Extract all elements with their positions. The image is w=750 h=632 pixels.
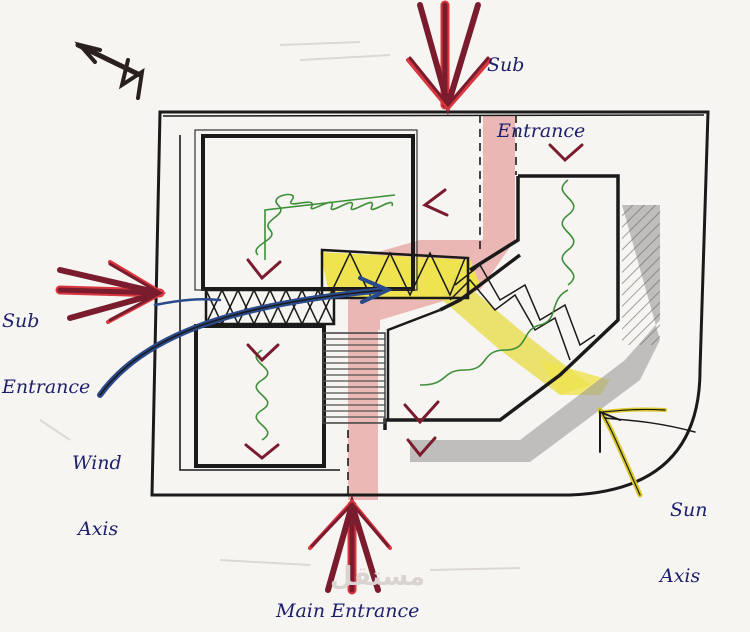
courtyard-truss — [320, 248, 596, 361]
label-line: Sun — [670, 499, 708, 521]
entrance-arrow-icon — [55, 260, 167, 324]
sun-arrow-icon — [597, 407, 696, 498]
entrance-arrow-icon — [406, 0, 492, 116]
building-south-west — [194, 324, 326, 468]
label-line: Wind — [72, 452, 122, 474]
watermark: مستقل — [330, 562, 426, 592]
inner-boundary — [179, 135, 340, 471]
wind-arrow-icon — [97, 276, 393, 398]
label-line: Sub — [2, 310, 40, 332]
label-line: Sub — [487, 54, 525, 76]
label-line: Entrance — [2, 376, 91, 398]
label-sub-entrance-top: Sub Entrance — [487, 10, 585, 164]
label-main-entrance: Main Entrance — [276, 600, 420, 622]
label-line: Axis — [78, 518, 119, 540]
background-scribbles — [39, 41, 521, 571]
label-sub-entrance-left: Sub Entrance — [2, 266, 90, 420]
shade-strip — [410, 205, 660, 462]
label-sun-axis: Sun Axis — [660, 455, 708, 609]
label-wind-axis: Wind Axis — [72, 408, 122, 562]
label-line: Entrance — [497, 120, 586, 142]
north-arrow-icon — [74, 41, 145, 100]
site-boundary — [150, 110, 710, 497]
entry-chevrons — [244, 143, 584, 460]
dashed-guides — [347, 115, 517, 495]
label-line: Axis — [660, 565, 701, 587]
stairs — [322, 332, 386, 424]
entrance-arrow-icon — [308, 494, 392, 595]
planting — [255, 179, 575, 441]
